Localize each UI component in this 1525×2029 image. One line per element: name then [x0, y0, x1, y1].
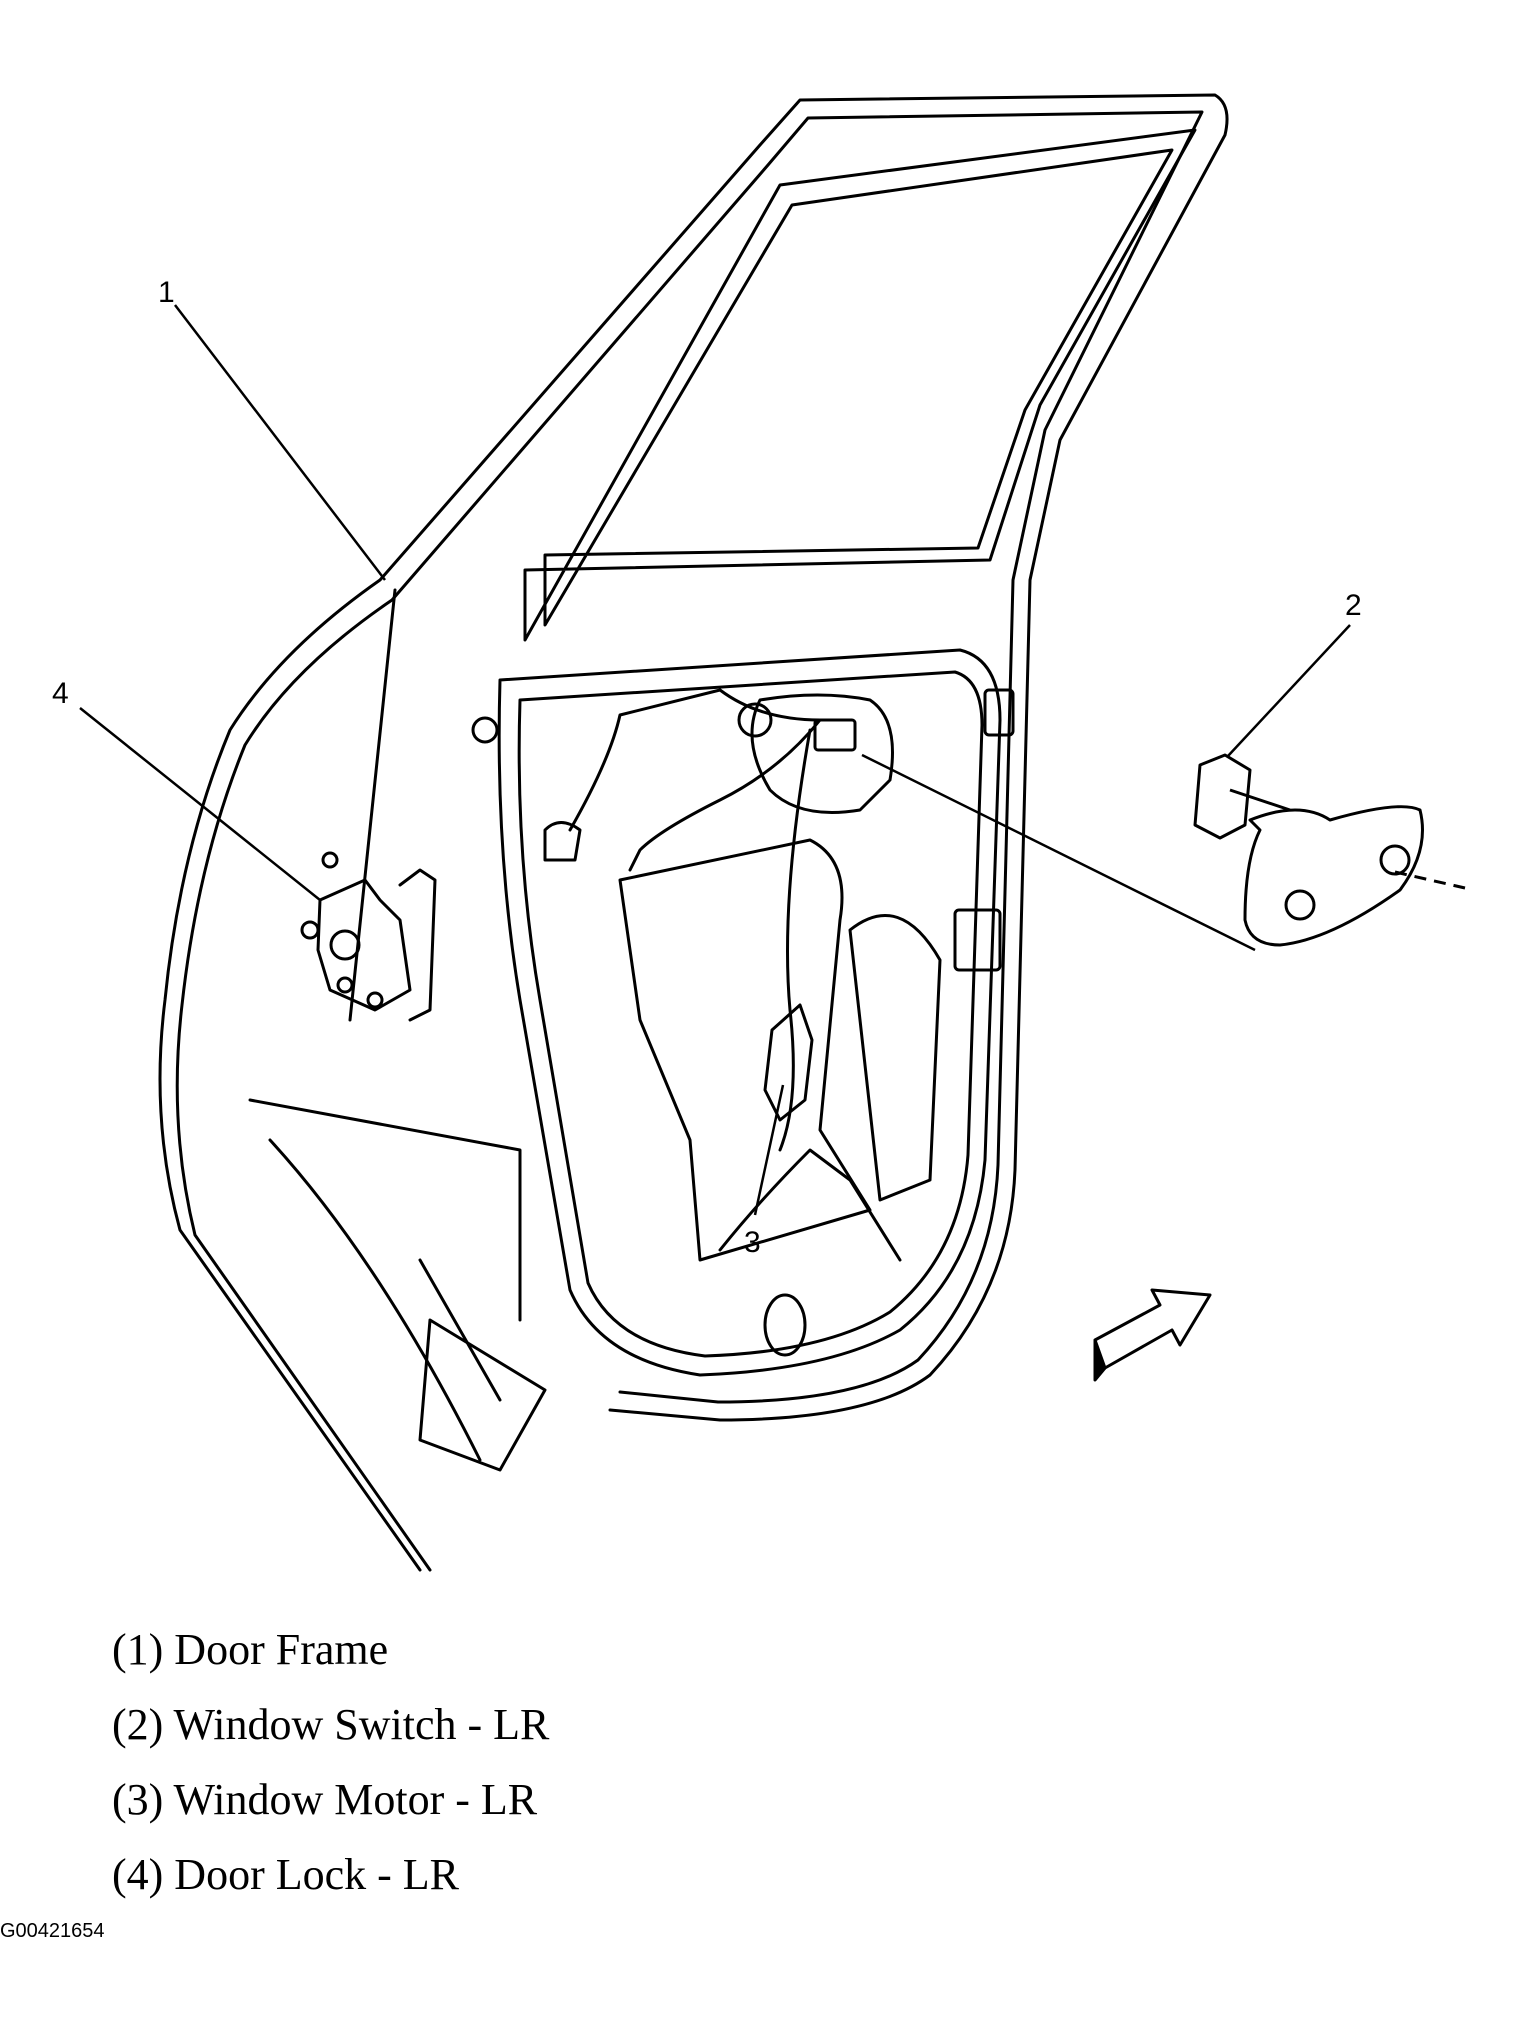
- leader-lines: [79, 304, 1351, 1216]
- legend-item-door-frame: (1) Door Frame: [112, 1625, 389, 1674]
- direction-arrow: [1093, 1288, 1212, 1382]
- window-switch-drawing: [1193, 753, 1466, 947]
- figure-id: G00421654: [0, 1920, 105, 1942]
- door-diagram: 1 2 3 4: [52, 93, 1466, 1572]
- callout-1: 1: [158, 276, 175, 309]
- callout-2: 2: [1345, 589, 1362, 622]
- door-frame-drawing: [158, 93, 1229, 1572]
- legend: (1) Door Frame (2) Window Switch - LR (3…: [112, 1612, 549, 1912]
- legend-item-window-motor: (3) Window Motor - LR: [112, 1775, 538, 1824]
- legend-item-window-switch: (2) Window Switch - LR: [112, 1700, 550, 1749]
- callout-4: 4: [52, 677, 69, 710]
- callout-3: 3: [744, 1226, 761, 1259]
- legend-item-door-lock: (4) Door Lock - LR: [112, 1850, 460, 1899]
